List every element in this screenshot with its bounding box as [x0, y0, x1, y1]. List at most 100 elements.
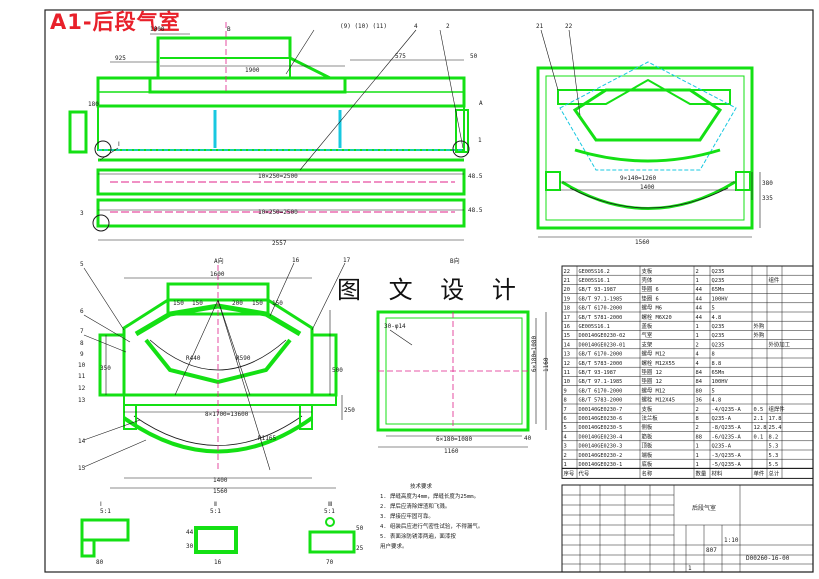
part-label-10: 10 [78, 362, 86, 369]
bom-cell-qty: 2 [696, 407, 699, 413]
bom-cell-code: D00140GE0230-6 [579, 416, 623, 422]
detail-iii-dim-b: 70 [326, 559, 334, 566]
bom-cell-name: 螺栓 M6X20 [642, 313, 672, 321]
a-view-right-flange [310, 333, 338, 397]
bom-cell-qty: 1 [696, 444, 699, 450]
note-line-4: 4. 组装后应进行气密性试验，不得漏气。 [380, 522, 483, 530]
bom-cell-qty: 4 [696, 352, 699, 358]
bom-cell-name: 支板 [642, 267, 653, 275]
bom-cell-mat: -4/Q235-A [712, 407, 742, 413]
bom-cell-code: GB/T 93-1987 [579, 370, 616, 376]
bom-cell-no: 12 [564, 361, 571, 367]
bom-cell-name: 端板 [642, 451, 653, 459]
bom-cell-no: 8 [564, 398, 567, 404]
bom-cell-mat: 5 [712, 306, 715, 312]
b-view-dim-40: 40 [524, 435, 532, 442]
detail-ii-shape [194, 526, 238, 554]
detail-i-dim: 80 [96, 559, 104, 566]
detail-ii-name: Ⅱ [214, 501, 217, 508]
part-label-5: 5 [80, 261, 84, 268]
part-label-22: 22 [565, 23, 573, 30]
dim-1900: 1900 [245, 67, 260, 74]
detail-iii-scale: 5:1 [324, 508, 335, 515]
detail-i-scale: 5:1 [100, 508, 111, 515]
bom-cell-w1: 0.5 [754, 407, 764, 413]
detail-iii-name: Ⅲ [328, 501, 332, 508]
bom-cell-name: 筋板 [642, 432, 653, 440]
detail-label-i: Ⅰ [118, 141, 120, 148]
part-label-11: 11 [78, 373, 86, 380]
bom-cell-w2: 组焊件 [769, 405, 786, 413]
a-view-dim-r440: R440 [186, 355, 201, 362]
dim-1000: 1000 [150, 26, 165, 33]
bom-cell-mat: Q235 [712, 278, 725, 284]
detail-ii-dim-b: 30 [186, 543, 194, 550]
b-view: B向 6×180=1080 1160 40 30-φ14 6×180=1080 … [376, 257, 550, 455]
bom-cell-mat: 4.8 [712, 398, 722, 404]
bom-cell-no: 1 [564, 462, 567, 468]
notes-heading: 技术要求 [410, 482, 433, 490]
dim-48-5-b: 48.5 [468, 207, 483, 214]
bom-header-no: 序号 [564, 469, 575, 477]
bom-header-w1: 单件 [754, 469, 765, 477]
bom-cell-code: GB/T 6170-2000 [579, 306, 623, 312]
bom-cell-code: D00140GE0230-5 [579, 425, 623, 431]
side-dim-1560: 1560 [635, 239, 650, 246]
bom-cell-qty: 8 [696, 416, 699, 422]
bom-cell-mat: 8 [712, 352, 715, 358]
a-view-dim-1560: 1560 [213, 488, 228, 495]
bom-cell-no: 4 [564, 434, 567, 440]
bom-cell-name: 支架 [642, 340, 653, 348]
bom-cell-qty: 4 [696, 361, 699, 367]
note-line-6: 用户要求。 [380, 542, 408, 550]
bom-cell-no: 15 [564, 333, 571, 339]
front-left-flange [68, 110, 88, 154]
a-view-dim-250: 250 [344, 407, 355, 414]
part-label-3: 3 [80, 210, 84, 217]
bom-cell-mat: -8/Q235-A [712, 425, 742, 431]
a-view-dim-arc: 8×1700=13600 [205, 411, 249, 418]
bom-cell-w2: 25.4 [769, 425, 782, 431]
a-view-dim-350: 350 [100, 365, 111, 372]
bom-cell-mat: 65Mn [712, 287, 725, 293]
bom-cell-code: D00140GE0230-02 [579, 333, 626, 339]
a-view: A向 1600 150 150 200 150 150 8×1700=13600… [78, 257, 355, 495]
bom-cell-no: 11 [564, 370, 571, 376]
detail-i-name: Ⅰ [100, 501, 102, 508]
bom-cell-no: 9 [564, 388, 567, 394]
a-view-dim-150-b: 150 [192, 300, 203, 307]
a-view-dim-r590: R590 [236, 355, 251, 362]
side-trough [572, 88, 723, 142]
a-view-dim-150-d: 150 [272, 300, 283, 307]
bom-cell-no: 3 [564, 444, 567, 450]
detail-i-shape [80, 518, 130, 542]
bom-cell-mat: Q235-A [712, 416, 732, 422]
dim-180: 180 [88, 101, 99, 108]
part-label-8: 8 [80, 340, 84, 347]
part-label-9: 9 [80, 351, 84, 358]
dim-575: 575 [395, 53, 406, 60]
section-mark-b: B [227, 26, 231, 33]
detail-ii-scale: 5:1 [210, 508, 221, 515]
bom-cell-qty: 1 [696, 278, 699, 284]
b-view-dim-hole: 30-φ14 [384, 323, 406, 330]
side-dim-380: 380 [762, 180, 773, 187]
part-label-group: (9) (10) (11) [340, 23, 387, 30]
a-view-name: A向 [214, 257, 224, 265]
bom-cell-w2: 5.5 [769, 462, 779, 468]
bom-cell-code: GB/T 5783-2000 [579, 361, 623, 367]
bom-cell-qty: 2 [696, 425, 699, 431]
bom-cell-w1: 2.1 [754, 416, 764, 422]
b-view-dim-holes: 6×180=1080 [436, 436, 473, 443]
b-view-dim-1160: 1160 [444, 448, 459, 455]
watermark-text: 图 文 设 计 [337, 276, 526, 304]
bom-cell-code: GB/T 93-1987 [579, 287, 616, 293]
bom-cell-mat: Q235 [712, 333, 725, 339]
bom-cell-mat: 5 [712, 388, 715, 394]
bom-cell-mat: -6/Q235-A [712, 434, 742, 440]
detail-iii-dim-a: 50 [356, 525, 364, 532]
bom-header-qty: 数量 [696, 469, 707, 477]
front-body [97, 105, 465, 151]
side-dim-1400: 1400 [640, 184, 655, 191]
